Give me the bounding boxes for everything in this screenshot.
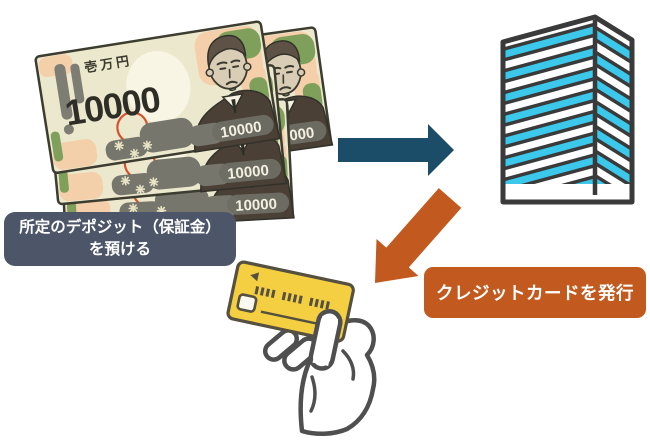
- issue-label: クレジットカードを発行: [424, 267, 646, 318]
- building-left-face: [503, 17, 595, 202]
- deposit-label: 所定のデポジット（保証金） を預ける: [4, 212, 236, 266]
- deposit-label-line2: を預ける: [88, 241, 151, 258]
- right-arrow-icon: [338, 124, 454, 176]
- building-right-face: [595, 17, 632, 202]
- card-number-dashes: [254, 286, 337, 311]
- building-base: [504, 184, 631, 201]
- hand-creases: [309, 349, 356, 413]
- hand-holding-card-icon: [226, 260, 377, 436]
- card-chip: [236, 293, 258, 313]
- curled-fingers: [262, 328, 320, 372]
- issue-label-text: クレジットカードを発行: [436, 283, 634, 303]
- card-triangle-mark: [250, 272, 260, 282]
- down-left-arrow-icon: [375, 188, 462, 283]
- thumb: [308, 308, 343, 371]
- office-building-icon: [500, 14, 635, 205]
- deposit-label-line1: 所定のデポジット（保証金）: [19, 219, 221, 237]
- building-outline: [500, 14, 635, 205]
